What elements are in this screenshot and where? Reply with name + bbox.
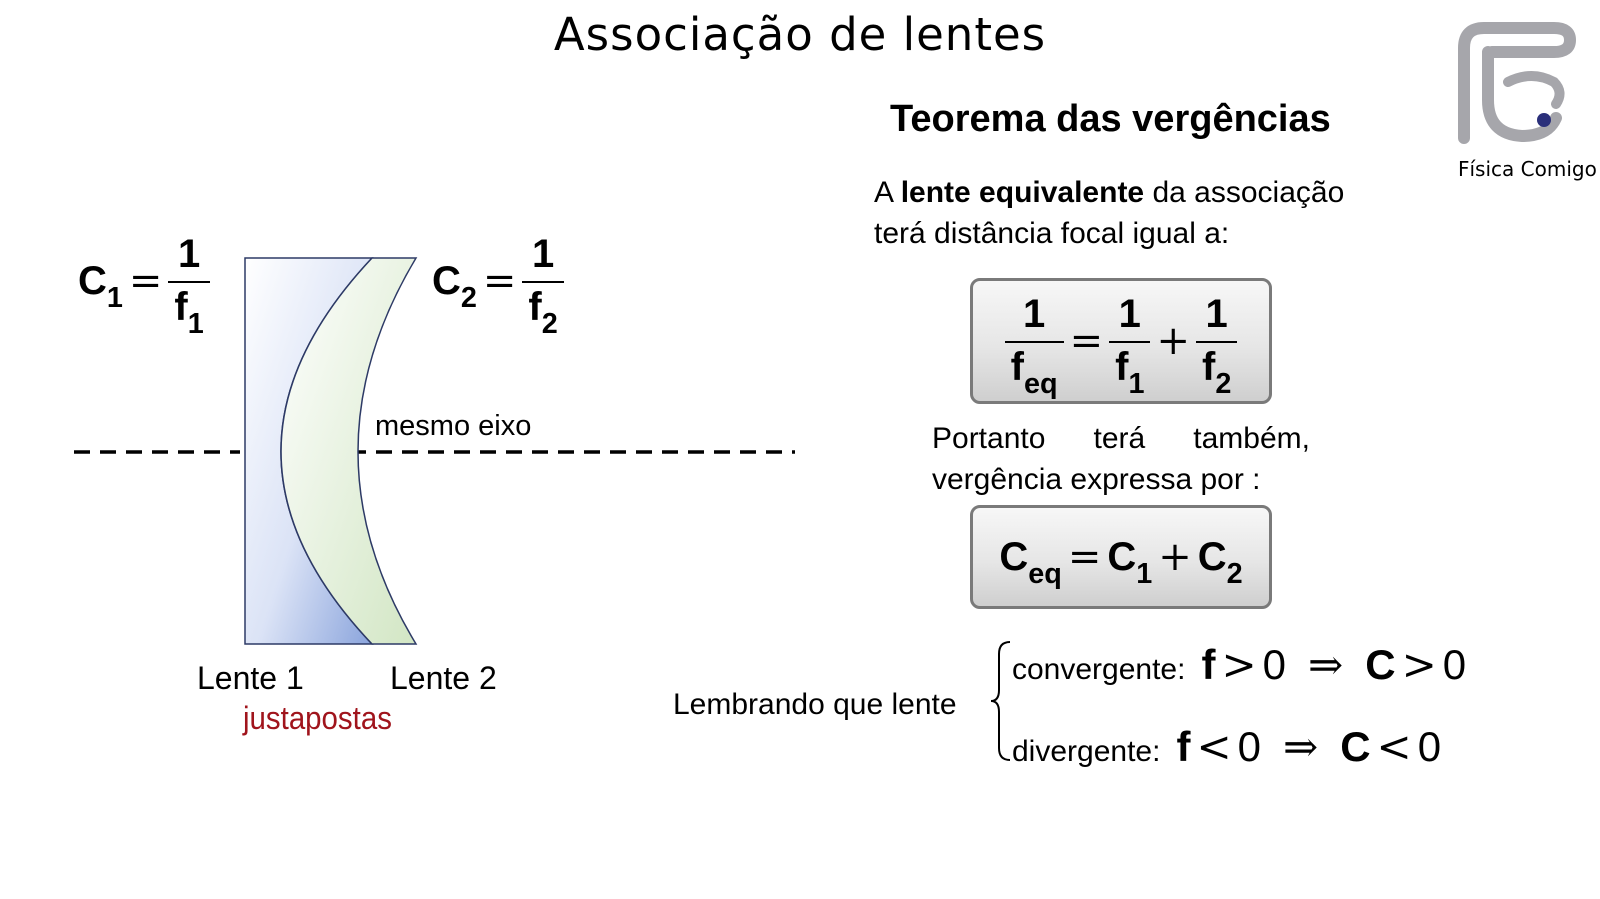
fisica-comigo-logo (1458, 22, 1576, 144)
reminder-prefix: Lembrando que lente (673, 688, 957, 721)
section-heading: Teorema das vergências (890, 98, 1331, 140)
page-title: Associação de lentes (553, 8, 1047, 61)
c2-formula: C2 = 1 f2 (432, 232, 564, 338)
lens-2-shape (280, 257, 418, 645)
c2-symbol: C2 (432, 258, 477, 314)
arrangement-label: justapostas (243, 700, 392, 736)
logo-text: Física Comigo (1458, 157, 1597, 181)
curly-brace-icon (990, 641, 1011, 761)
lens-1-label: Lente 1 (197, 660, 304, 696)
c1-fraction: 1 f1 (168, 232, 210, 338)
logo-dot-icon (1537, 113, 1551, 127)
lens-diagram (74, 257, 795, 645)
c1-formula: C1 = 1 f1 (78, 232, 210, 338)
c1-symbol: C1 (78, 258, 123, 314)
equivalent-vergence-formula: Ceq = C1 + C2 (970, 505, 1272, 609)
divergent-row: divergente: f < 0 ⇒ C < 0 (1012, 722, 1442, 771)
c2-fraction: 1 f2 (522, 232, 564, 338)
lens-2-label: Lente 2 (390, 660, 497, 696)
intro-paragraph: A lente equivalente da associação terá d… (874, 176, 1345, 250)
convergent-row: convergente: f > 0 ⇒ C > 0 (1012, 640, 1467, 689)
axis-label: mesmo eixo (375, 410, 532, 442)
